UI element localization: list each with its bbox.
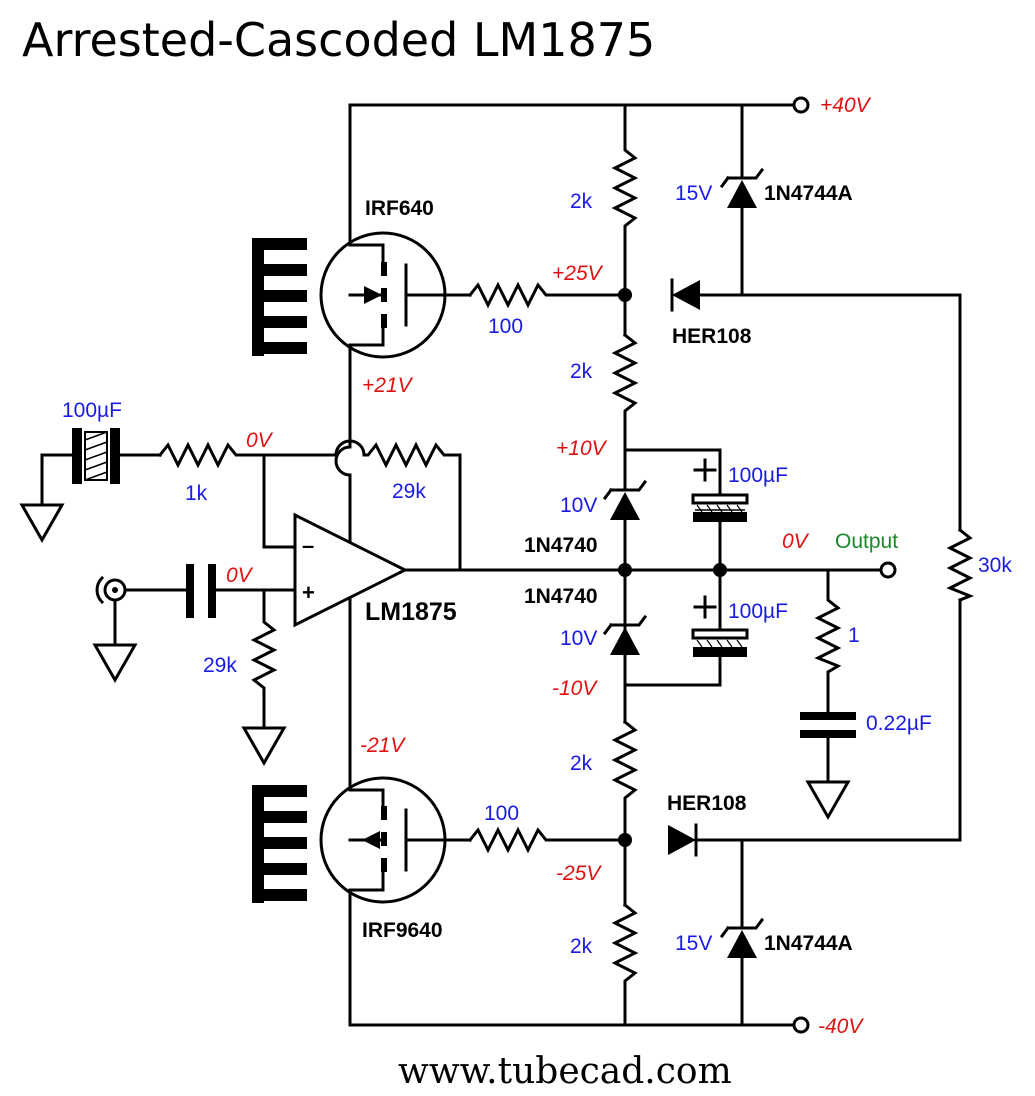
- r-bias-value: 29k: [203, 654, 237, 677]
- r-fb-value: 29k: [392, 480, 426, 503]
- zener-15v-top: [719, 103, 765, 297]
- src-top-voltage: +21V: [362, 374, 414, 397]
- svg-text:+: +: [302, 580, 315, 605]
- r-30k-value: 30k: [978, 554, 1012, 577]
- output-label: Output: [835, 530, 898, 553]
- c-zobel-value: 0.22µF: [866, 712, 932, 735]
- r-zobel-value: 1: [848, 624, 860, 647]
- resistor-gate-bot: [467, 826, 627, 854]
- gate-top-voltage: +25V: [552, 262, 604, 285]
- output-node: [800, 561, 897, 821]
- bypass-caps: [623, 448, 749, 687]
- z10-bot-part: 1N4740: [524, 585, 598, 608]
- r-div3-value: 2k: [570, 752, 593, 775]
- negative-rail: [348, 1016, 810, 1034]
- z10-bot-value: 10V: [560, 627, 597, 650]
- vneg-terminal: [792, 1016, 810, 1034]
- src-bot-voltage: -21V: [360, 734, 406, 757]
- page-title: Arrested-Cascoded LM1875: [22, 13, 655, 67]
- zener-15v-bot: [719, 838, 765, 1027]
- z10-top-value: 10V: [560, 494, 597, 517]
- z15-top-value: 15V: [675, 182, 712, 205]
- resistor-gate-top: [467, 281, 627, 309]
- footer-url: www.tubecad.com: [398, 1051, 732, 1092]
- c-in-value: 100µF: [62, 399, 122, 422]
- noninv-in-voltage: 0V: [226, 564, 254, 587]
- her108-top-label: HER108: [672, 325, 752, 348]
- z15-bot-part: 1N4744A: [764, 932, 853, 955]
- vpos-label: +40V: [820, 94, 872, 117]
- r-div2-value: 2k: [570, 360, 593, 383]
- positive-rail: [348, 96, 810, 114]
- mosfet-irf640: [252, 103, 472, 402]
- z15-top-part: 1N4744A: [764, 182, 853, 205]
- diode-her108-bot: [668, 598, 962, 857]
- r-div4-value: 2k: [570, 935, 593, 958]
- vneg-label: -40V: [818, 1015, 864, 1038]
- r-in-value: 1k: [185, 482, 208, 505]
- diode-her108-top: [670, 278, 962, 532]
- irf640-label: IRF640: [365, 197, 434, 220]
- input-cap-100uf: [19, 428, 162, 544]
- gate-bot-voltage: -25V: [556, 862, 602, 885]
- lm1875-label: LM1875: [365, 598, 457, 626]
- her108-bot-label: HER108: [667, 792, 747, 815]
- signal-input: [92, 564, 297, 767]
- node-p10-voltage: +10V: [556, 437, 608, 460]
- divider-column: [602, 103, 648, 1027]
- irf9640-label: IRF9640: [362, 919, 443, 942]
- svg-text:–: –: [302, 533, 314, 558]
- node-m10-voltage: -10V: [552, 677, 598, 700]
- z10-top-part: 1N4740: [524, 534, 598, 557]
- z15-bot-value: 15V: [675, 932, 712, 955]
- c-bypass-top-value: 100µF: [728, 464, 788, 487]
- resistor-30k: [946, 527, 975, 602]
- r-div1-value: 2k: [570, 190, 593, 213]
- resistor-1k: [157, 441, 266, 469]
- r-gate-bot-value: 100: [484, 802, 519, 825]
- mosfet-irf9640: [252, 738, 472, 1027]
- opamp-lm1875: – +: [293, 398, 882, 742]
- feedback-network: [262, 439, 462, 572]
- r-gate-top-value: 100: [488, 315, 523, 338]
- c-bypass-bot-value: 100µF: [728, 600, 788, 623]
- inv-in-voltage: 0V: [246, 429, 274, 452]
- out-voltage: 0V: [782, 530, 810, 553]
- vpos-terminal: [792, 96, 810, 114]
